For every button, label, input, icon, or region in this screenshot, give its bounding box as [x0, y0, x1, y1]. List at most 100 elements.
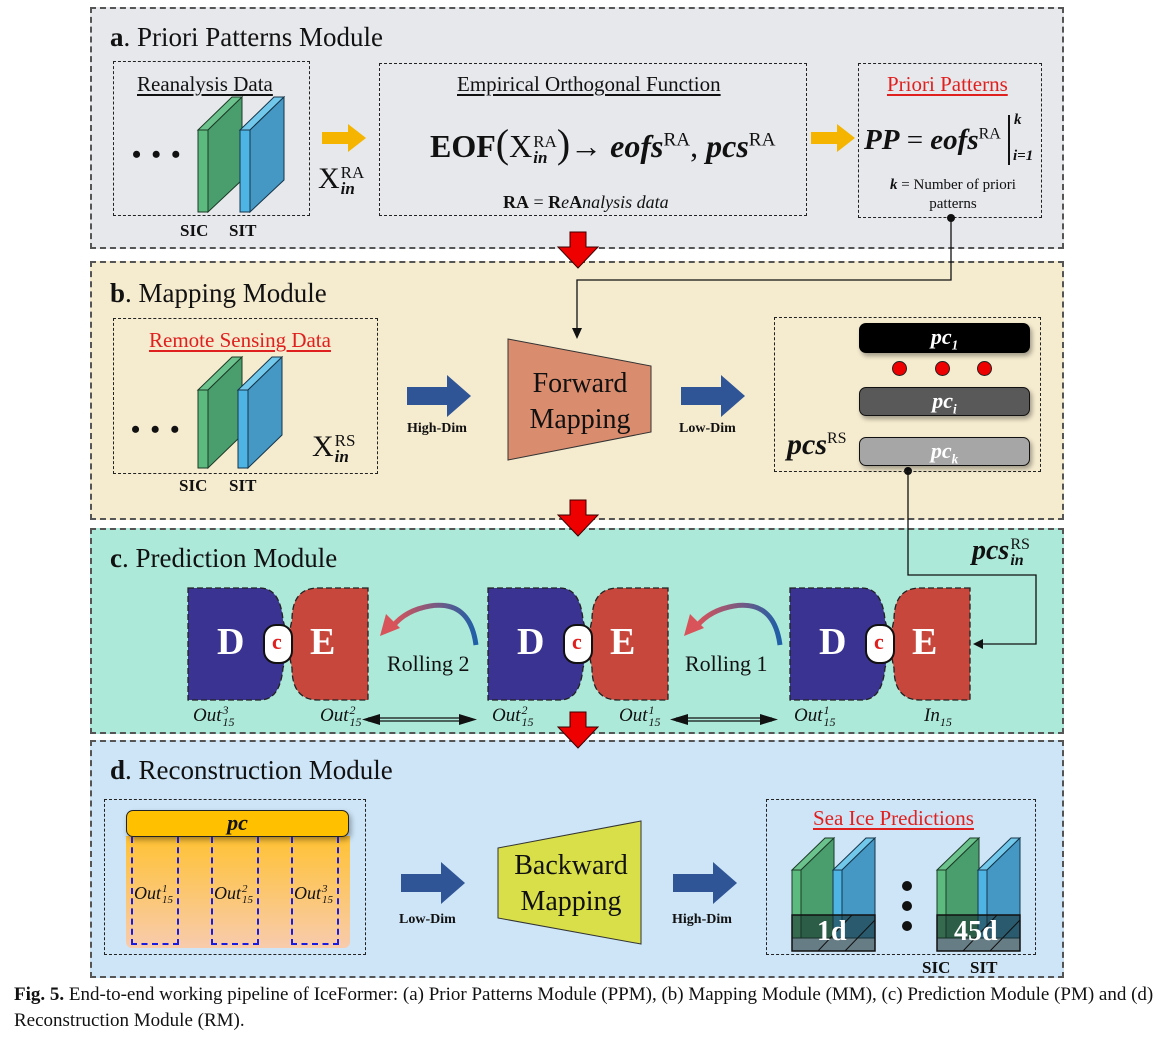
ellipsis-dots: • • • — [132, 140, 183, 169]
blue-arrow-icon-low-dim-d — [401, 862, 465, 904]
out-slot-1 — [131, 837, 179, 945]
encoder-label-3: E — [310, 621, 336, 663]
eof-header: Empirical Orthogonal Function — [457, 72, 721, 96]
pp-note-k: k — [890, 177, 898, 193]
out-sup: 2 — [521, 703, 528, 718]
out-base: Out — [193, 705, 222, 726]
high-dim-label-d: High-Dim — [672, 912, 732, 927]
out-base: Out — [619, 705, 648, 726]
in-label-c-5: In15 — [924, 705, 952, 730]
sit-layer-icon — [236, 355, 284, 470]
backward-mapping-block — [497, 820, 642, 945]
out-sub: 15 — [521, 714, 534, 729]
out-sub: 15 — [823, 714, 836, 729]
sit-label-d: SIT — [970, 958, 998, 977]
out-sub: 15 — [162, 893, 173, 906]
pp-eq: = — [899, 124, 931, 156]
in-sub: 15 — [939, 714, 952, 729]
ra-def-rest: nalysis data — [582, 192, 669, 212]
prediction-layers — [790, 836, 1022, 952]
caption-text: End-to-end working pipeline of IceFormer… — [14, 984, 1154, 1031]
red-dot-icon — [892, 361, 907, 376]
eof-out-pcs-sup: RA — [748, 129, 776, 151]
forward-line2: Mapping — [529, 404, 631, 435]
encoder-block-1 — [890, 587, 971, 701]
pc-bar-label: pc — [227, 810, 248, 835]
remote-sensing-sic-sit-layers — [196, 355, 284, 470]
eof-fn: EOF — [430, 128, 496, 164]
red-dot-icon — [977, 361, 992, 376]
prediction-1d-layers — [790, 836, 877, 952]
out-base: Out — [320, 705, 349, 726]
connector-label-1: c — [874, 629, 884, 654]
input-x-ra-sup: RA — [340, 162, 365, 182]
reanalysis-data-header: Reanalysis Data — [137, 72, 273, 96]
pp-note: k = Number of priori patterns — [878, 176, 1028, 214]
panel-b-letter: b — [110, 278, 126, 308]
panel-b-title-text: . Mapping Module — [125, 278, 327, 308]
out-sub: 15 — [322, 893, 333, 906]
encoder-block-2 — [588, 587, 669, 701]
panel-b-title: b. Mapping Module — [110, 278, 327, 309]
out-sub: 15 — [222, 714, 235, 729]
reanalysis-sic-sit-layers — [196, 95, 286, 214]
forward-mapping-label: Forward Mapping — [505, 366, 655, 438]
pp-note-line2: patterns — [929, 196, 977, 212]
out-base: Out — [134, 883, 161, 903]
sic-layer-icon — [196, 355, 244, 470]
pp-rhs: eofs — [930, 124, 979, 156]
panel-c-letter: c — [110, 543, 122, 573]
sic-label-b: SIC — [179, 476, 208, 495]
connector-c-3 — [263, 624, 293, 664]
sit-label-a: SIT — [229, 221, 257, 240]
low-dim-label-d: Low-Dim — [399, 912, 456, 927]
pp-limit-bar — [1008, 115, 1010, 165]
ra-def-e: e — [561, 192, 570, 212]
panel-d-letter: d — [110, 755, 126, 785]
backward-line1: Backward — [514, 850, 628, 881]
de-unit-3 — [187, 587, 369, 701]
figure-caption: Fig. 5. End-to-end working pipeline of I… — [14, 982, 1164, 1034]
encoder-block-3 — [288, 587, 369, 701]
out-slot-2 — [211, 837, 259, 945]
rolling-2-arrow-icon — [380, 602, 479, 646]
low-dim-label-b: Low-Dim — [679, 421, 736, 436]
remote-sensing-header: Remote Sensing Data — [149, 328, 331, 352]
eof-arg: X — [509, 128, 533, 164]
pcs-rs-sup: RS — [827, 430, 847, 447]
pp-equation: PP = eofsRA — [864, 124, 1001, 157]
input-x-rs-sub: in — [334, 447, 349, 467]
input-x-rs-base: X — [312, 430, 334, 463]
connector-c-2 — [563, 624, 593, 664]
reanalysis-data-box — [113, 61, 310, 216]
out-base: Out — [794, 705, 823, 726]
out-slot-3 — [291, 837, 339, 945]
sic-label-a: SIC — [180, 221, 209, 240]
eof-out-pcs: pcs — [706, 128, 749, 164]
decoder-block-3 — [187, 587, 288, 701]
red-dots — [892, 361, 1002, 377]
panel-c-title: c. Prediction Module — [110, 543, 337, 574]
encoder-label-1: E — [912, 621, 938, 663]
encoder-label-2: E — [610, 621, 636, 663]
pc1-bar: pc1 — [859, 323, 1030, 353]
double-arrow-icon-2 — [670, 714, 778, 725]
ra-def-a: A — [569, 192, 583, 212]
input-x-ra-base: X — [318, 162, 340, 195]
de-unit-1 — [789, 587, 971, 701]
decoder-label-1: D — [819, 621, 847, 663]
ra-def-eq: = — [529, 192, 549, 212]
out-sub: 15 — [242, 893, 253, 906]
pp-rhs-sup: RA — [978, 125, 1001, 143]
rolling-1-label: Rolling 1 — [685, 651, 768, 676]
decoder-label-2: D — [517, 621, 545, 663]
panel-a-letter: a — [110, 22, 124, 52]
remote-sensing-data-box — [113, 318, 378, 474]
